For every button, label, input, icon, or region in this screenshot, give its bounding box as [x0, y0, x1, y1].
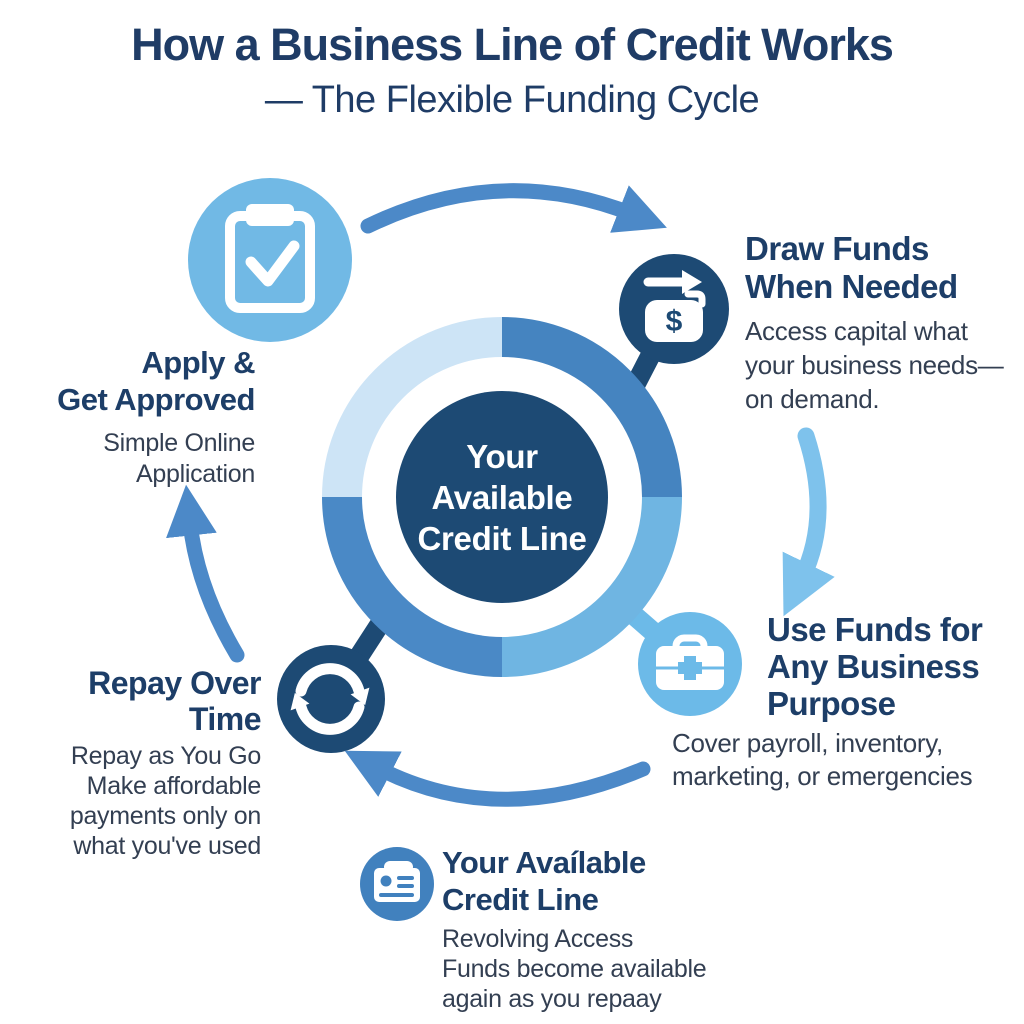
ring-segment-bottom-right: [501, 496, 682, 677]
apply-step-heading: Apply & Get Approved: [57, 345, 255, 417]
apply-node-circle: [188, 178, 352, 342]
repay-step-body: Repay as You Go Make affordable payments…: [69, 742, 261, 860]
draw-funds-step-body: Access capital what your business needs—…: [745, 316, 1004, 414]
page-subtitle: — The Flexible Funding Cycle: [264, 79, 760, 121]
briefcase-icon: [656, 634, 724, 690]
arrow-draw-to-use: [782, 427, 835, 617]
credit-line-step-heading: Your Avaílable Credit Line: [442, 845, 646, 917]
ring-segment-top-right: [501, 317, 682, 498]
title-block: How a Business Line of Credit Works — Th…: [0, 18, 1024, 124]
arrow-repay-to-apply: [166, 484, 245, 663]
repay-step-heading: Repay Over Time: [88, 665, 261, 737]
refresh-cycle-icon: [290, 663, 370, 735]
ring-segment-bottom-left: [322, 496, 503, 677]
use-funds-step-body: Cover payroll, inventory, marketing, or …: [672, 728, 973, 791]
id-card-icon: [374, 861, 420, 902]
money-pouch-arrow-icon: $: [643, 270, 706, 342]
page-title: How a Business Line of Credit Works: [131, 19, 894, 70]
use-funds-step-heading: Use Funds for Any Business Purpose: [767, 611, 983, 722]
ring-segment-top-left: [322, 317, 503, 498]
apply-step-body: Simple Online Application: [103, 429, 255, 488]
arrow-apply-to-draw: [360, 183, 667, 234]
center-hub-label: Your Available Credit Line: [417, 438, 587, 557]
repay-node-circle: [277, 645, 385, 753]
draw-funds-step-heading: Draw Funds When Needed: [745, 230, 958, 305]
center-hub-circle: [396, 391, 608, 603]
credit-line-step-body: Revolving Access Funds become available …: [442, 925, 707, 1013]
dollar-sign: $: [666, 305, 683, 338]
arrow-use-to-repay: [344, 750, 651, 807]
clipboard-check-icon: [225, 204, 315, 313]
